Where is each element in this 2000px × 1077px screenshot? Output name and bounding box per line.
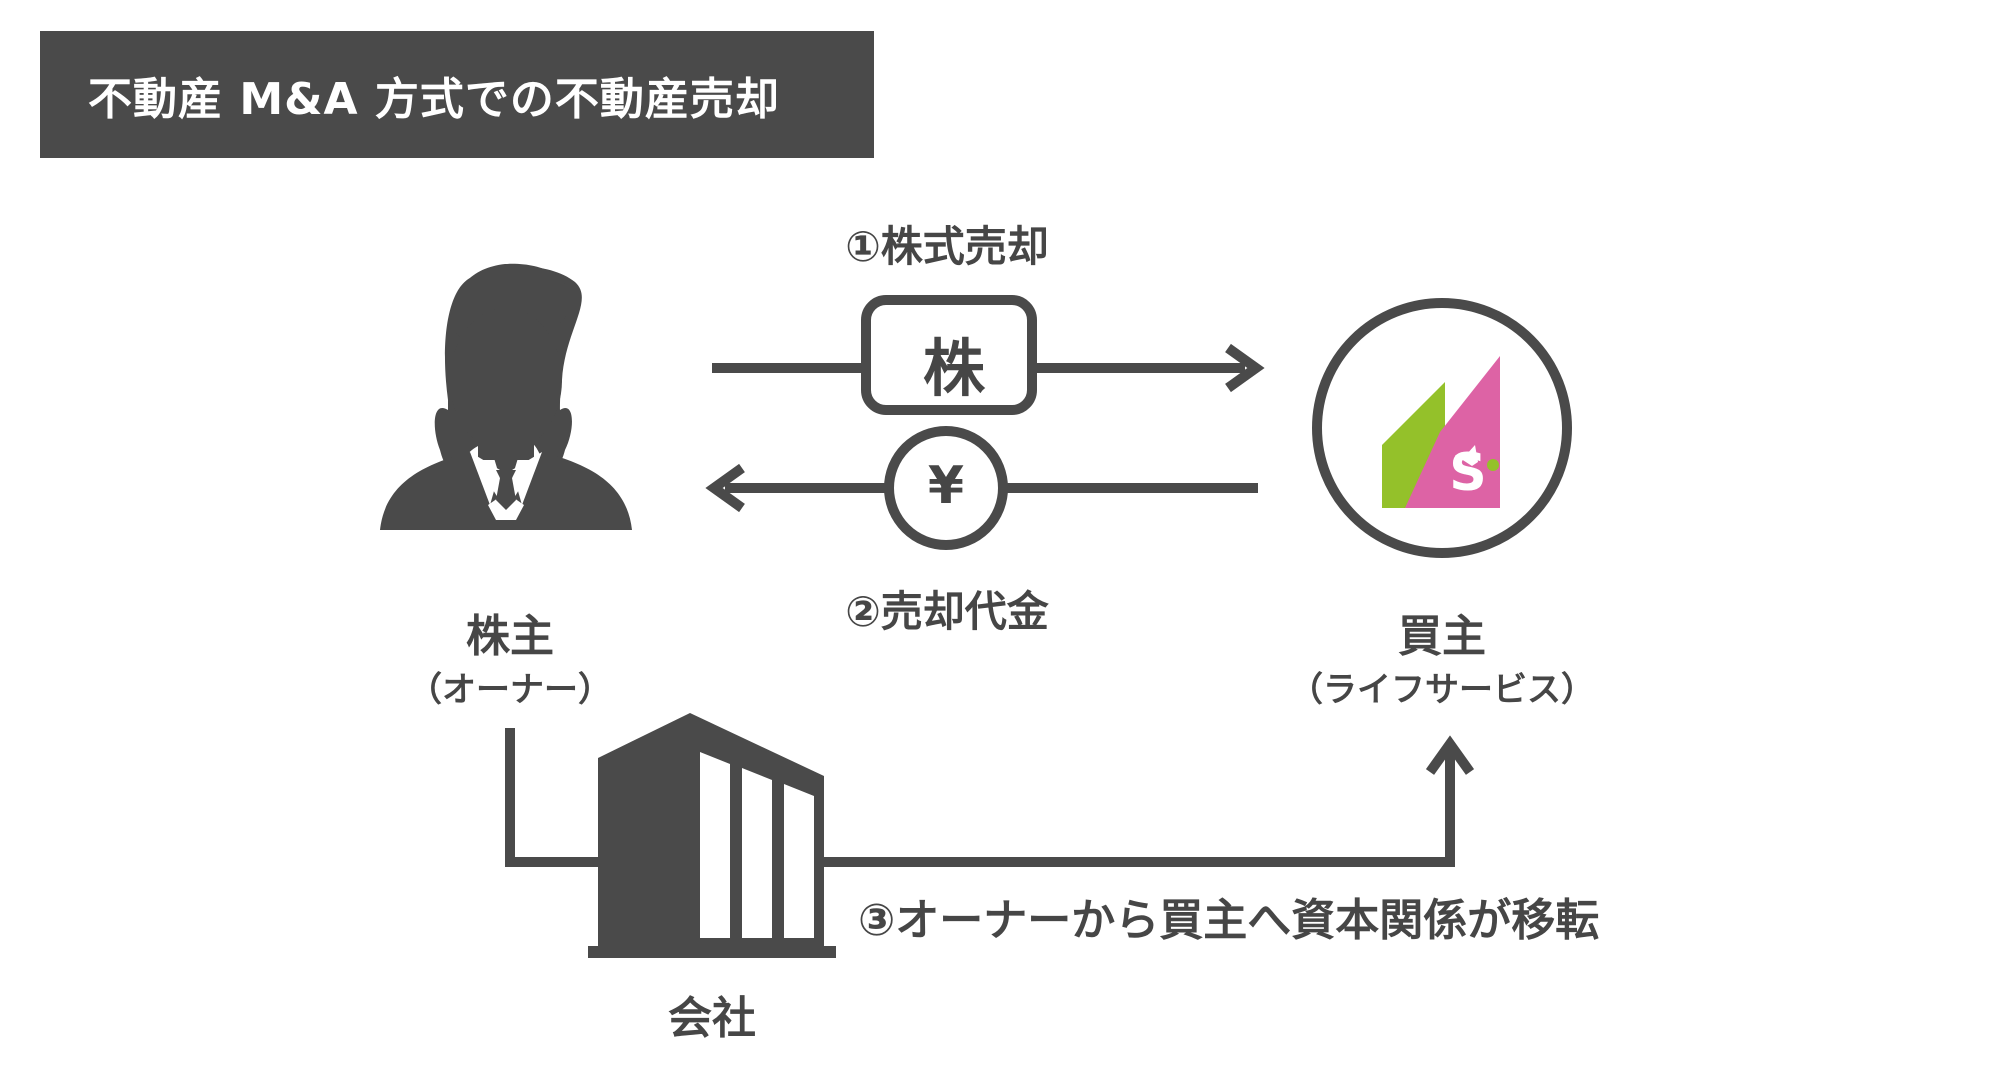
businessman-icon — [380, 263, 632, 530]
title-bar: 不動産 M&A 方式での不動産売却 — [40, 31, 874, 158]
company-label: 会社 — [668, 993, 756, 1044]
stock-icon — [861, 295, 1037, 415]
buyer-logo-icon — [1382, 356, 1500, 508]
step1-label: ①株式売却 — [845, 222, 1049, 271]
shareholder-sub-label: （オーナー） — [408, 670, 612, 710]
shareholder-label: 株主 — [466, 611, 554, 662]
yen-symbol: ¥ — [927, 456, 965, 516]
buyer-label: 買主 — [1398, 611, 1486, 662]
capital-transfer-arrow — [505, 728, 1475, 867]
step2-label: ②売却代金 — [845, 587, 1049, 636]
stock-transfer-arrow — [712, 343, 1265, 393]
buyer-sub-label: （ライフサービス） — [1289, 670, 1595, 710]
stock-symbol: 株 — [922, 332, 985, 405]
step3-label: ③オーナーから買主へ資本関係が移転 — [858, 895, 1600, 946]
yen-coin-icon — [884, 426, 1008, 550]
building-windows — [700, 752, 814, 938]
page-title: 不動産 M&A 方式での不動産売却 — [88, 73, 780, 125]
payment-arrow — [705, 463, 1258, 513]
buyer-logo-letter: S — [1449, 443, 1487, 503]
